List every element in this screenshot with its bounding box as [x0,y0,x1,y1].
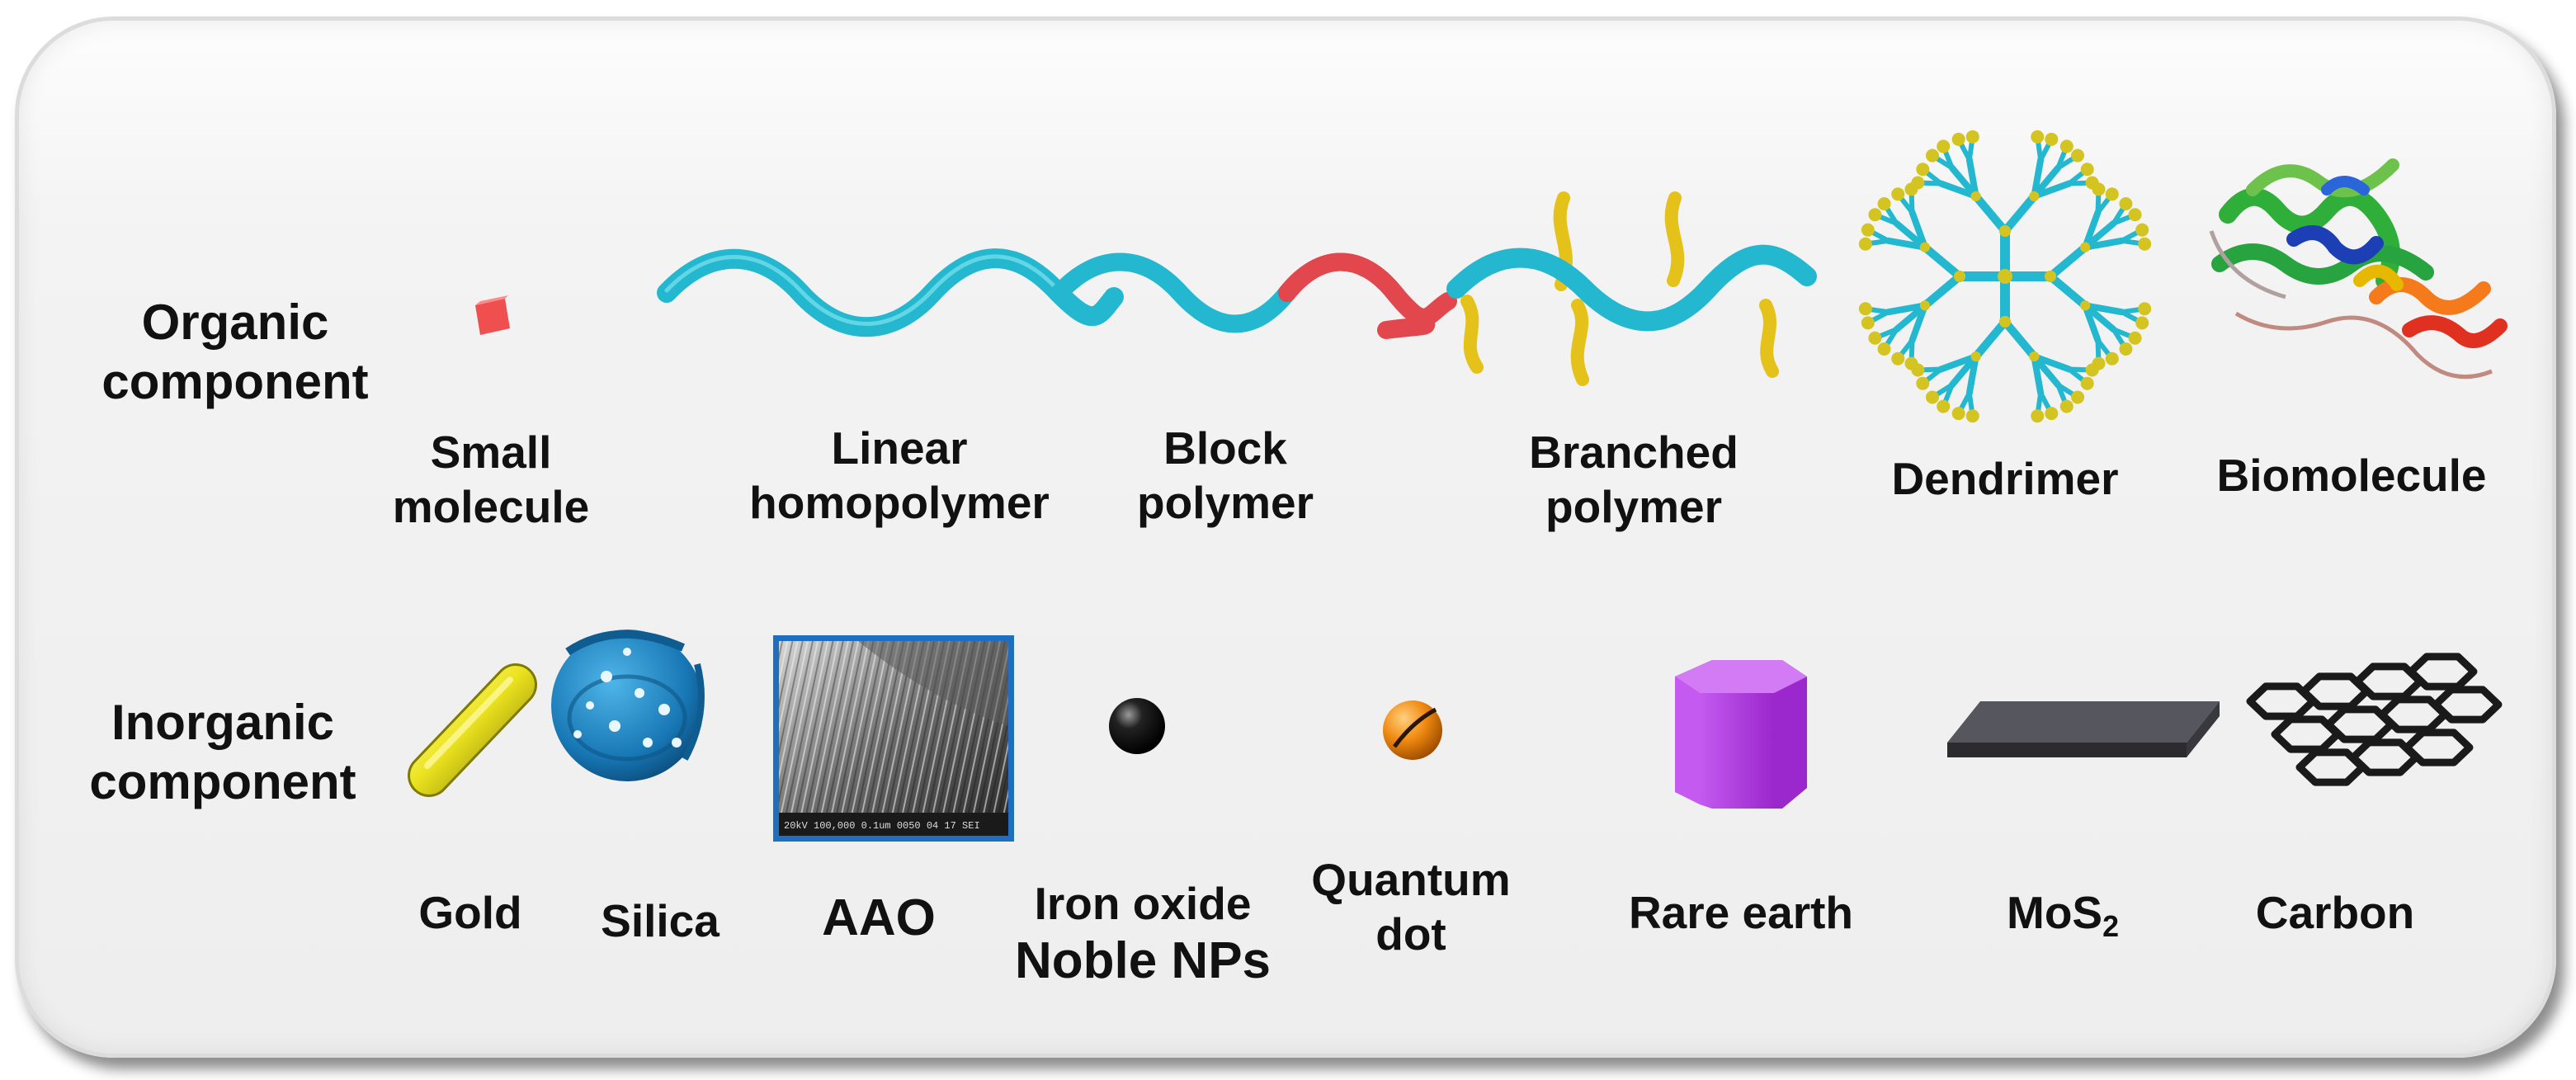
organic-row-label-line1: Organic [141,295,329,350]
aao-micrograph-icon: 20kV 100,000 0.1um 0050 04 17 SEI [773,635,1014,842]
rounded-panel [15,17,2556,1058]
gold-label-line1: Gold [418,887,522,938]
biomolecule-icon [2209,158,2508,380]
mos2-label: MoS2 [1980,885,2145,943]
carbon-lattice-icon [2246,653,2503,786]
iron-oxide-sphere-icon [1109,698,1165,754]
silica-label: Silica [569,894,751,948]
branched-polymer-label-line1: Branched [1529,427,1739,478]
small-molecule-label: Small molecule [367,425,615,534]
mos2-sheet-icon [1947,701,2220,757]
branched-polymer-label: Branched polymer [1485,425,1782,534]
dendrimer-label-line1: Dendrimer [1891,453,2119,504]
noble-nps-label: Noble NPs [1014,932,1271,989]
silica-label-line1: Silica [601,895,719,946]
quantum-dot-label-line1: Quantum [1311,854,1511,905]
gold-rod-icon [408,663,537,797]
block-polymer-label-line2: polymer [1137,477,1314,528]
aao-caption: 20kV 100,000 0.1um 0050 04 17 SEI [784,820,980,832]
linear-homopolymer-label-line1: Linear [831,422,968,474]
branched-polymer-label-line2: polymer [1545,481,1722,532]
aao-label: AAO [788,888,970,949]
organic-row-label-line2: component [101,354,369,409]
inorganic-row-label-line2: component [89,754,356,809]
carbon-label-line1: Carbon [2255,887,2415,938]
iron-oxide-label-line1: Iron oxide [1034,878,1252,929]
aao-label-line1: AAO [822,889,936,946]
inorganic-row-label-line1: Inorganic [111,695,335,750]
block-polymer-label-line1: Block [1163,422,1287,474]
small-molecule-label-line1: Small [430,427,552,478]
block-polymer-icon [1050,252,1457,339]
linear-homopolymer-label: Linear homopolymer [710,421,1089,530]
quantum-dot-label-line2: dot [1375,908,1446,960]
gold-label: Gold [388,885,553,940]
organic-row-label: Organic component [78,293,392,412]
block-polymer-label: Block polymer [1093,421,1357,530]
biomolecule-label: Biomolecule [2178,448,2525,502]
linear-homopolymer-label-line2: homopolymer [749,477,1050,528]
carbon-label: Carbon [2220,885,2451,940]
mos2-label-main: MoS [2007,887,2103,938]
iron-oxide-label: Iron oxide Noble NPs [986,876,1300,992]
inorganic-row-label: Inorganic component [58,693,388,812]
silica-sphere-icon [551,630,705,781]
rare-earth-label-line1: Rare earth [1628,887,1854,938]
dendrimer-icon [1858,130,2152,423]
quantum-dot-icon [1383,700,1442,760]
dendrimer-label: Dendrimer [1857,451,2154,506]
quantum-dot-label: Quantum dot [1304,852,1518,961]
rare-earth-label: Rare earth [1592,885,1890,940]
linear-homopolymer-icon [657,248,1124,337]
small-molecule-icon [475,295,510,335]
branched-polymer-icon [1446,191,1817,386]
mos2-label-subscript: 2 [2102,910,2119,943]
small-molecule-label-line2: molecule [392,481,590,532]
biomolecule-label-line1: Biomolecule [2216,450,2487,501]
rare-earth-prism-icon [1675,660,1807,809]
